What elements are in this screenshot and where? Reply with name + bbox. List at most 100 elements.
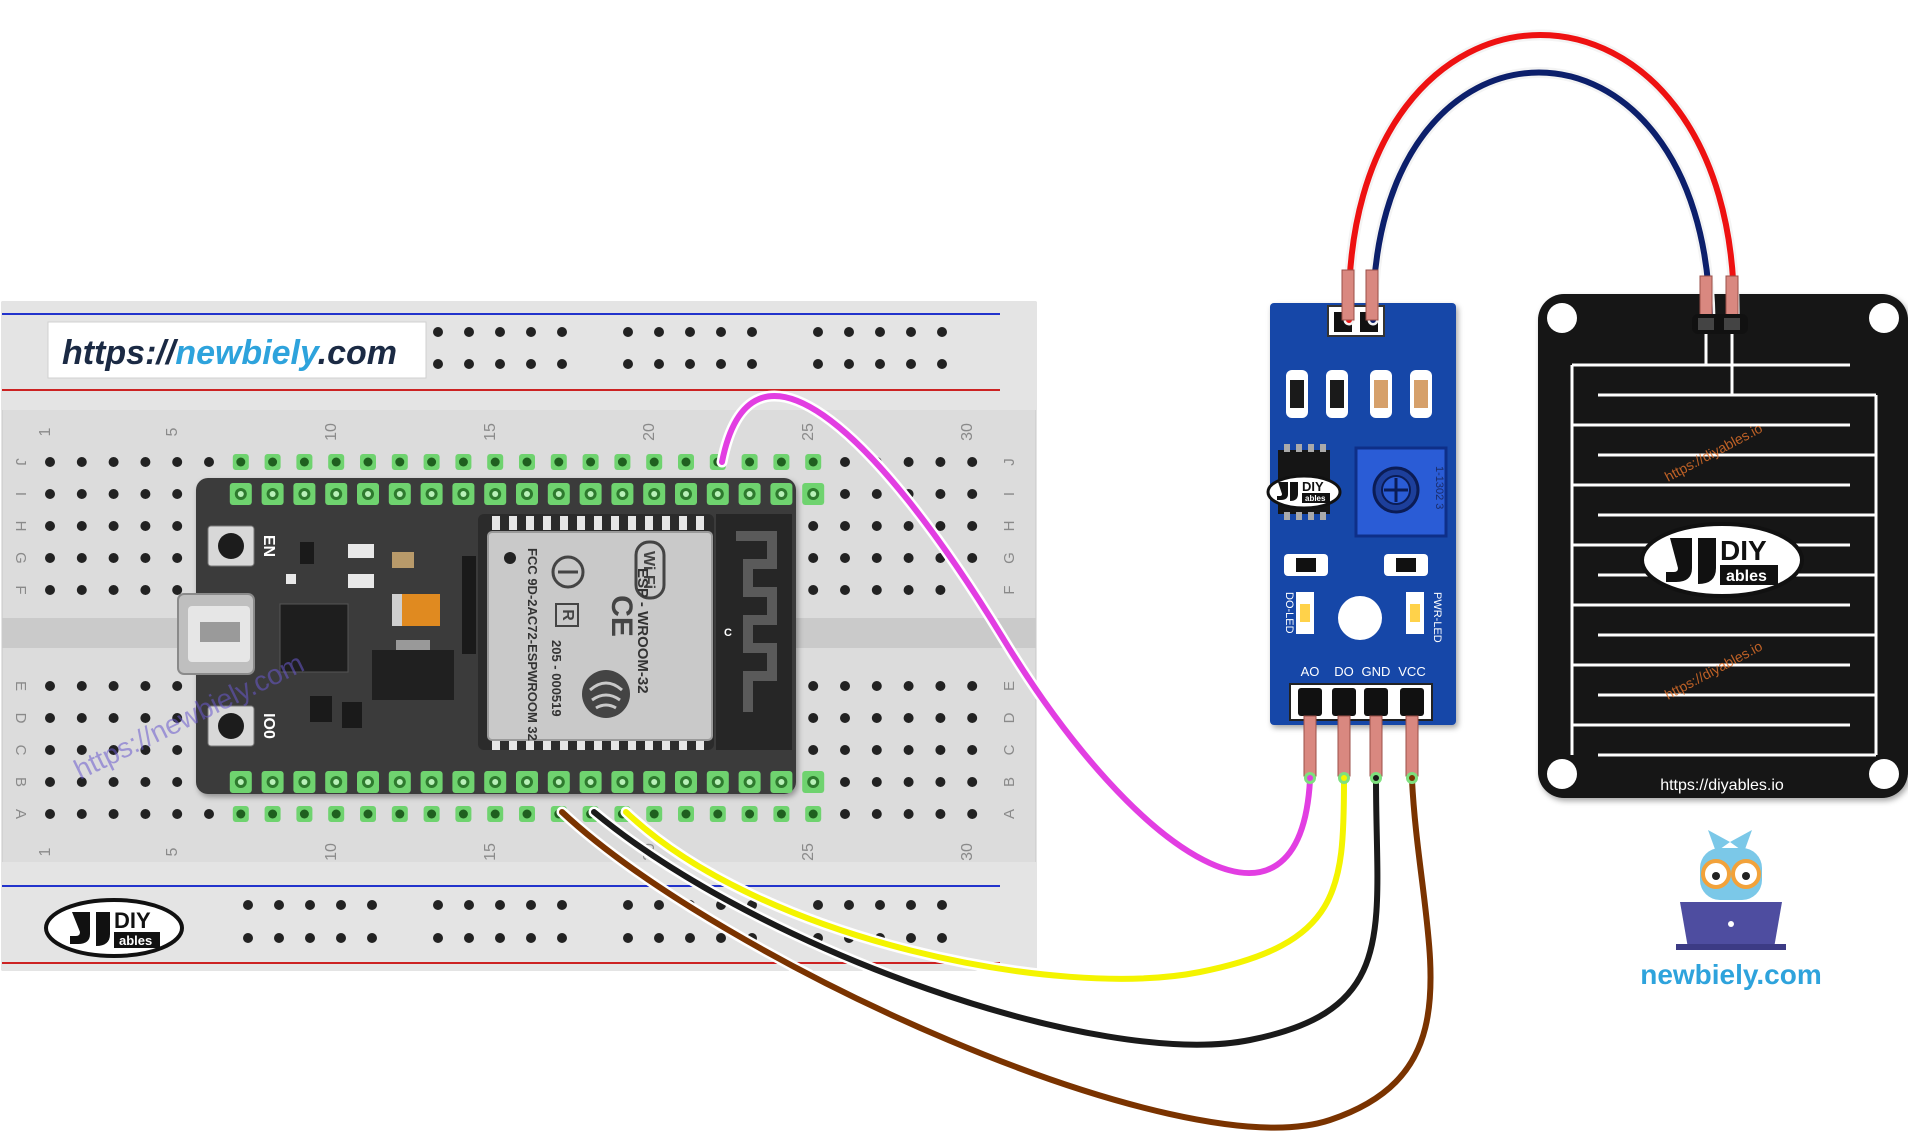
hole [45, 681, 55, 691]
hole [776, 457, 786, 467]
pin-label-gnd: GND [1362, 664, 1391, 679]
hole [427, 457, 437, 467]
pin-label-do: DO [1334, 664, 1354, 679]
hole [45, 457, 55, 467]
hole [906, 359, 916, 369]
plate-hole-tl [1547, 303, 1577, 333]
hole [813, 327, 823, 337]
hole [243, 933, 253, 943]
hole [299, 809, 309, 819]
hole [45, 713, 55, 723]
hole [204, 809, 214, 819]
hole [776, 809, 786, 819]
hole [903, 553, 914, 563]
wire-vcc [559, 777, 1434, 1131]
hole [554, 457, 564, 467]
hole [906, 933, 916, 943]
hole [464, 359, 474, 369]
hole [490, 457, 500, 467]
diyables-logo-plate: DIY ables [1640, 522, 1804, 598]
module-line-1: ESP - WROOM-32 [634, 568, 651, 694]
hole [557, 327, 567, 337]
row-letter: F [12, 585, 29, 594]
column-number: 1 [37, 847, 54, 856]
hole [967, 521, 978, 531]
hole [903, 745, 914, 755]
hole [903, 713, 914, 723]
url-banner: https://newbiely.com [47, 321, 427, 379]
hole [490, 809, 500, 819]
hole [654, 933, 664, 943]
hole [654, 359, 664, 369]
hole [557, 900, 567, 910]
row-letter: C [1001, 744, 1018, 755]
module-pin-leads [1303, 715, 1419, 784]
hole [172, 457, 183, 467]
hole [108, 585, 119, 595]
row-letter: H [12, 521, 29, 532]
hole [45, 745, 55, 755]
hole [681, 457, 691, 467]
hole [935, 585, 946, 595]
hole [967, 713, 978, 723]
hole [840, 777, 850, 787]
fcc-logo-icon [551, 555, 585, 589]
hole [108, 809, 119, 819]
hole [45, 809, 55, 819]
hole [747, 327, 757, 337]
hole [713, 809, 723, 819]
hole [45, 777, 55, 787]
column-number: 25 [800, 423, 817, 441]
tantalum-capacitor [396, 594, 440, 626]
row-letter: B [1001, 777, 1018, 787]
hole [623, 359, 633, 369]
hole [336, 933, 346, 943]
hole [108, 681, 119, 691]
io0-button: IO0 [207, 705, 277, 747]
column-number: 20 [641, 423, 658, 441]
potentiometer[interactable]: 1-1302 3 [1354, 446, 1448, 538]
hole [108, 713, 119, 723]
logo-mark-icon [70, 912, 90, 944]
hole [305, 900, 315, 910]
wire-do [623, 777, 1347, 982]
module-line-2: FCC 9D-2AC72-ESPWROOM 32 [525, 548, 540, 741]
hole [433, 327, 443, 337]
hole [840, 457, 850, 467]
hole [871, 713, 882, 723]
hole [172, 809, 183, 819]
hole [76, 521, 87, 531]
row-letter: F [1001, 585, 1018, 594]
hole [140, 745, 151, 755]
r-mark-box [555, 603, 579, 627]
ce-mark: CE [605, 595, 638, 637]
hole [903, 809, 914, 819]
pcb-antenna: C [716, 514, 792, 750]
hole [172, 713, 183, 723]
esp-wroom-32-module: Wi Fi CE R ESP - WROOM-32 FCC 9D-2AC72-E… [478, 514, 714, 750]
hole [433, 900, 443, 910]
wire-red [1345, 32, 1738, 323]
hole [76, 585, 87, 595]
hole [140, 457, 151, 467]
hole [840, 809, 850, 819]
hole [903, 585, 914, 595]
hole [108, 521, 119, 531]
hole [140, 777, 151, 787]
hole [840, 489, 850, 499]
hole [935, 489, 946, 499]
row-letter: J [12, 458, 29, 466]
hole [903, 521, 914, 531]
module-line-3: 205 - 000519 [549, 640, 564, 717]
hole [363, 809, 373, 819]
hole [840, 713, 850, 723]
hole [937, 933, 947, 943]
hole [108, 489, 119, 499]
hole [464, 900, 474, 910]
row-letter: E [1001, 681, 1018, 691]
column-number: 5 [164, 847, 181, 856]
diyables-logo-breadboard: DIY ables [44, 898, 184, 958]
hole [367, 900, 377, 910]
antenna-label: C [724, 627, 732, 639]
